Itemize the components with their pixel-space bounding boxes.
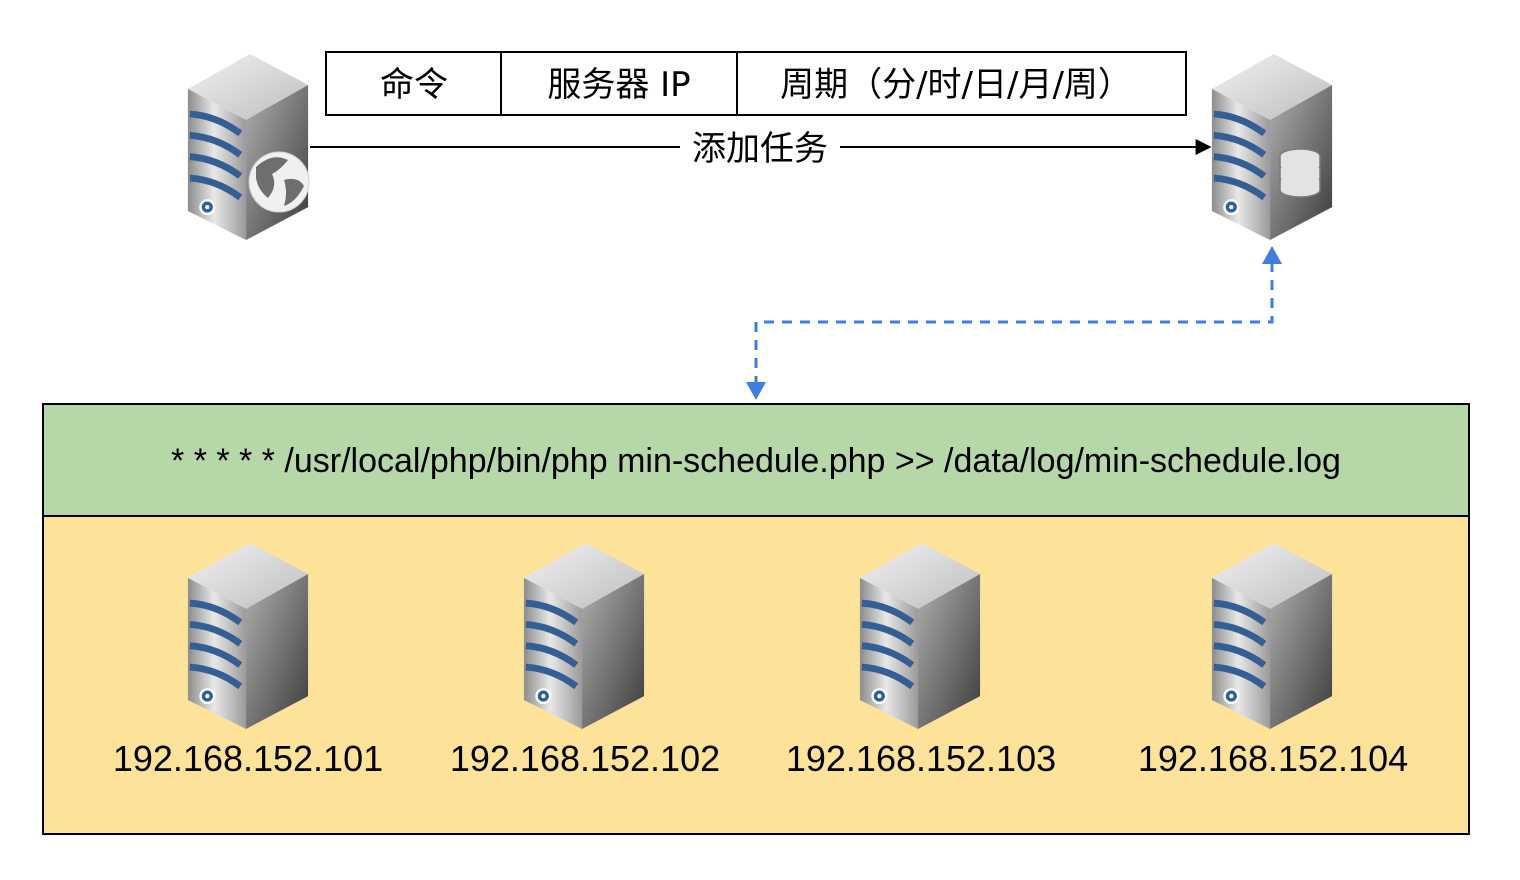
database-server-icon	[1212, 54, 1332, 240]
field-command: 命令	[380, 65, 448, 105]
field-schedule: 周期（分/时/日/月/周）	[780, 65, 1132, 105]
host-server-1: 192.168.152.101	[113, 543, 383, 779]
host-ip-label: 192.168.152.102	[450, 738, 720, 779]
field-server-ip: 服务器 IP	[547, 65, 690, 105]
add-task-label: 添加任务	[692, 129, 828, 169]
globe-server-icon	[188, 54, 309, 240]
server-icon	[860, 543, 980, 729]
host-server-4: 192.168.152.104	[1138, 543, 1408, 779]
server-icon	[188, 543, 308, 729]
host-server-2: 192.168.152.102	[450, 543, 720, 779]
host-ip-label: 192.168.152.101	[113, 738, 383, 779]
host-server-3: 192.168.152.103	[786, 543, 1056, 779]
crontab-band	[42, 403, 1470, 517]
host-ip-label: 192.168.152.103	[786, 738, 1056, 779]
host-ip-label: 192.168.152.104	[1138, 738, 1408, 779]
crontab-entry: * * * * * /usr/local/php/bin/php min-sch…	[171, 442, 1341, 480]
sync-connector	[746, 246, 1282, 400]
add-task-connector: 添加任务	[310, 129, 1212, 169]
server-icon	[1212, 543, 1332, 729]
server-icon	[524, 543, 644, 729]
task-fields-table: 命令 服务器 IP 周期（分/时/日/月/周）	[325, 51, 1187, 116]
